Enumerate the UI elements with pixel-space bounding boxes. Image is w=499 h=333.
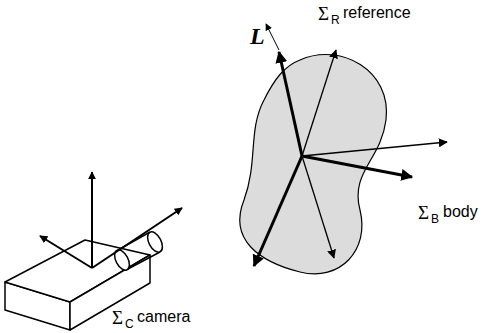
vector-name: L (250, 24, 265, 48)
frame-symbol: Σ (418, 203, 429, 222)
camera-frame-axes (40, 172, 182, 268)
body-frame-axes (302, 50, 447, 258)
frame-subscript: R (331, 14, 340, 26)
frame-symbol: Σ (112, 308, 123, 327)
frame-name: camera (137, 309, 190, 325)
rigid-body (240, 55, 387, 274)
frame-symbol: Σ (318, 4, 329, 23)
reference-frame-axes (254, 52, 412, 266)
l-vector (266, 24, 279, 50)
frame-subscript: B (431, 213, 439, 225)
frame-subscript: C (125, 318, 134, 330)
camera-body (5, 240, 150, 330)
frame-name: body (443, 204, 478, 220)
frame-name: reference (343, 5, 411, 21)
